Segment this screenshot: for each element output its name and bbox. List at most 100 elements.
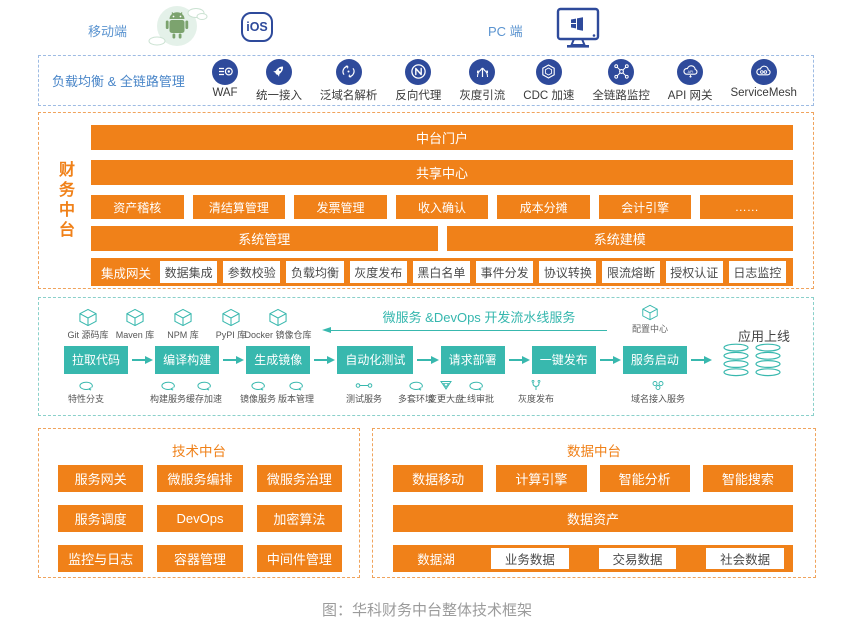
subservice-label: 缓存加速 (185, 394, 222, 404)
loop-icon (161, 381, 175, 391)
module-box: 发票管理 (294, 195, 387, 219)
access-item-label: ServiceMesh (730, 86, 797, 99)
data-box: 智能分析 (599, 465, 690, 492)
tech-box: 服务调度 (58, 505, 144, 532)
subservice-label: 变更大盘 (427, 394, 464, 404)
subservice-label: 上线审批 (457, 394, 494, 404)
devops-pipeline-section: Git 源码库 Maven 库 NPM 库 PyPI 库 Docker 镜像仓库… (38, 297, 814, 416)
subservice-label: 版本管理 (277, 394, 314, 404)
tech-platform-grid: 服务网关 微服务编排 微服务治理 服务调度 DevOps 加密算法 监控与日志 … (58, 465, 342, 572)
integration-gateway-label: 集成网关 (100, 266, 151, 281)
pipeline-step: 服务启动 (622, 345, 687, 374)
repo-docker: Docker 镜像仓库 (243, 308, 313, 341)
integration-item: 参数校验 (223, 261, 281, 283)
data-platform-title: 数据中台 (567, 444, 621, 459)
lake-item: 业务数据 (491, 548, 569, 569)
arrow-right-icon (314, 355, 336, 364)
tech-box: 微服务治理 (256, 465, 342, 492)
subservice-label: 域名接入服务 (630, 394, 685, 404)
access-item-label: CDC 加速 (523, 89, 575, 102)
access-layer-label: 负载均衡 & 全链路管理 (52, 74, 185, 89)
access-item-reverse-proxy: 反向代理 (395, 58, 442, 103)
subservice-label: 多套环境 (397, 394, 434, 404)
module-box-more: …… (700, 195, 794, 219)
pipeline-row: 拉取代码 编译构建 生成镜像 自动化测试 请求部署 一键发布 服务启动 (64, 345, 714, 374)
module-box: 收入确认 (395, 195, 489, 219)
devops-title: 微服务 &DevOps 开发流水线服务 (382, 310, 576, 325)
access-item-service-mesh: ServiceMesh (730, 58, 797, 103)
repo-pypi: PyPI 库 (199, 308, 263, 341)
integration-item: 灰度发布 (349, 261, 407, 283)
subservice-label: 特性分支 (67, 394, 104, 404)
cube-icon (79, 308, 97, 327)
database-stack-icon (721, 343, 783, 382)
integration-item: 事件分发 (476, 261, 534, 283)
access-item-wildcard-dns: 泛域名解析 (319, 58, 378, 103)
funnel-icon (440, 381, 452, 390)
loop-icon (409, 381, 423, 391)
tech-box: 服务网关 (58, 465, 144, 492)
app-online-label: 应用上线 (737, 329, 790, 344)
finance-platform-side-label: 财务中台 (56, 160, 73, 241)
hexagon-icon (535, 58, 562, 85)
waf-icon (212, 58, 238, 85)
cloud-mesh-icon (750, 58, 777, 85)
figure-caption: 图：华科财务中台整体技术框架 (321, 603, 532, 619)
pipeline-step: 生成镜像 (246, 345, 311, 374)
nginx-icon (405, 58, 432, 85)
tech-box: 监控与日志 (58, 545, 144, 572)
module-box: 资产稽核 (91, 195, 184, 219)
pipeline-subservice: 域名接入服务 (626, 380, 690, 405)
finance-platform-content: 中台门户 共享中心 资产稽核 清结算管理 发票管理 收入确认 成本分摊 会计引擎… (91, 125, 794, 286)
loop-icon (79, 381, 93, 391)
mobile-label: 移动端 (88, 24, 128, 39)
integration-item: 日志监控 (728, 261, 787, 283)
tech-box: DevOps (157, 505, 243, 532)
cube-icon (126, 308, 144, 327)
repo-label: Maven 库 (115, 330, 155, 340)
pipeline-step: 自动化测试 (337, 345, 414, 374)
system-management-bar: 系统管理 (91, 226, 438, 251)
config-center: 配置中心 (615, 304, 685, 335)
subservice-label: 测试服务 (345, 394, 382, 404)
integration-item: 数据集成 (160, 261, 218, 283)
data-box: 智能搜索 (702, 465, 793, 492)
tech-box: 中间件管理 (256, 545, 342, 572)
data-platform-grid: 数据移动 计算引擎 智能分析 智能搜索 (393, 465, 793, 492)
cube-icon (174, 308, 192, 327)
pipeline-subservice: 多套环境 (396, 380, 436, 405)
pipeline-subservice: 特性分支 (66, 380, 106, 405)
access-item-label: 反向代理 (395, 89, 442, 102)
repo-label: NPM 库 (167, 330, 199, 340)
loop-icon (469, 381, 483, 391)
repo-label: Docker 镜像仓库 (244, 330, 312, 340)
pipeline-step: 拉取代码 (64, 345, 129, 374)
arrow-right-icon (132, 355, 154, 364)
loop-icon (197, 381, 211, 391)
cluster-icon (652, 381, 664, 390)
pc-label: PC 端 (488, 24, 523, 39)
system-modeling-bar: 系统建模 (446, 226, 793, 251)
access-items: WAF 统一接入 泛域名解析 反向代理 (212, 58, 813, 103)
tech-box: 加密算法 (256, 505, 342, 532)
finance-platform-section: 财务中台 中台门户 共享中心 资产稽核 清结算管理 发票管理 收入确认 成本分摊… (38, 112, 814, 289)
subservice-label: 灰度发布 (517, 394, 554, 404)
arrow-right-icon (223, 355, 245, 364)
cube-icon (269, 308, 287, 327)
link-icon (355, 383, 373, 388)
access-item-label: 全链路监控 (592, 89, 650, 102)
access-item-label: 泛域名解析 (319, 89, 378, 102)
cloud-api-icon: API (677, 58, 704, 85)
access-item-label: API 网关 (667, 89, 713, 102)
data-asset-bar: 数据资产 (393, 505, 793, 532)
cube-icon (222, 308, 240, 327)
pipeline-subservice: 版本管理 (276, 380, 316, 405)
integration-item: 协议转换 (539, 261, 597, 283)
pipeline-step: 编译构建 (155, 345, 220, 374)
loop-icon (251, 381, 265, 391)
cube-icon (642, 304, 658, 321)
pipeline-subservice: 上线审批 (456, 380, 496, 405)
arrow-right-icon (417, 355, 439, 364)
integration-item: 负载均衡 (286, 261, 344, 283)
